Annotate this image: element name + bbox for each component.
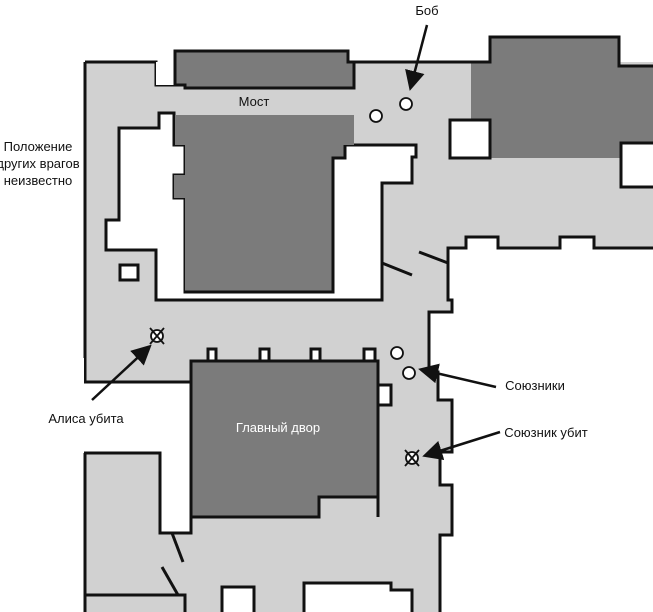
east-building: [471, 37, 653, 158]
door: [160, 566, 180, 596]
ally-killed-label: Союзник убит: [504, 425, 588, 440]
unknown-enemies-label: Положение других врагов неизвестно: [0, 138, 80, 189]
unknown-enemies-line: других врагов: [0, 156, 80, 171]
ally-marker: [390, 346, 404, 360]
east-notch: [619, 141, 653, 189]
alice-killed-icon: [149, 327, 165, 345]
main-yard-label: Главный двор: [235, 420, 321, 435]
bridge-label: Мост: [238, 94, 270, 109]
ally-killed-arrow: [422, 430, 501, 461]
ally-marker: [402, 366, 416, 380]
player-marker: [369, 109, 383, 123]
main-yard-building: [189, 359, 380, 519]
alice-killed-label: Алиса убита: [48, 411, 124, 426]
top-notch: [156, 62, 175, 85]
bob-arrow: [405, 24, 429, 91]
door: [381, 261, 413, 277]
unknown-enemies-line: Положение: [3, 139, 73, 154]
east-small-box: [448, 118, 492, 160]
yard-side-box: [376, 383, 393, 407]
door: [170, 532, 185, 563]
upper-building: [174, 115, 354, 292]
unknown-enemies-line: неизвестно: [3, 173, 73, 188]
alice-arrow: [91, 344, 152, 401]
bridge-north-building: [173, 49, 356, 90]
bob-label: Боб: [415, 3, 439, 18]
small-block: [118, 263, 140, 282]
east-white-region: [427, 235, 653, 612]
allies-arrow: [418, 363, 497, 389]
door: [418, 250, 449, 265]
ally-killed-icon: [404, 449, 420, 467]
bob-marker: [399, 97, 413, 111]
allies-label: Союзники: [505, 378, 565, 393]
